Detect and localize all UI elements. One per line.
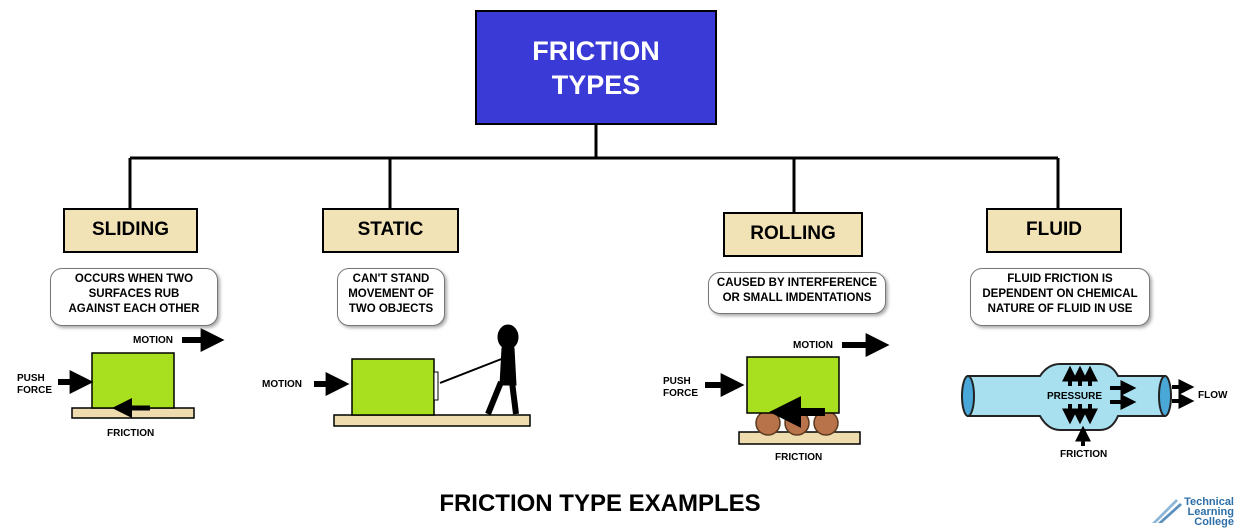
friction-types-title: FRICTION TYPES [475, 10, 717, 125]
static-ground [333, 414, 531, 427]
rolling-example [705, 333, 890, 445]
description-fluid: FLUID FRICTION IS DEPENDENT ON CHEMICAL … [970, 268, 1150, 326]
footer-caption: FRICTION TYPE EXAMPLES [439, 490, 761, 517]
type-box-rolling: ROLLING [723, 212, 863, 257]
rolling-block [746, 356, 840, 414]
label-flow: FLOW [1198, 390, 1228, 401]
type-box-fluid: FLUID [986, 208, 1122, 253]
description-rolling: CAUSED BY INTERFERENCE OR SMALL IMDENTAT… [708, 272, 886, 314]
logo-swoosh-icon [1152, 499, 1182, 523]
static-example [314, 324, 531, 427]
type-box-static: STATIC [322, 208, 459, 253]
roller [755, 410, 781, 436]
label-push-force: PUSH FORCE [17, 373, 52, 396]
pressure-arrows [1062, 365, 1195, 446]
description-static: CAN'T STAND MOVEMENT OF TWO OBJECTS [337, 268, 445, 326]
sliding-block [91, 352, 175, 409]
label-friction: FRICTION [107, 428, 155, 439]
static-block [351, 358, 435, 416]
label-motion: MOTION [793, 340, 833, 351]
person-figure [439, 324, 519, 416]
label-friction: FRICTION [1060, 449, 1108, 460]
label-push-force: PUSH FORCE [663, 376, 698, 399]
label-pressure: PRESSURE [1047, 391, 1103, 402]
label-friction: FRICTION [775, 452, 823, 463]
description-sliding: OCCURS WHEN TWO SURFACES RUB AGAINST EAC… [50, 268, 218, 326]
technical-learning-college-logo: Technical Learning College [1148, 493, 1236, 528]
connector-lines [128, 125, 1060, 212]
sliding-example [58, 328, 225, 419]
logo-text: Technical Learning College [1184, 496, 1234, 528]
type-box-sliding: SLIDING [63, 208, 198, 253]
fluid-example [961, 363, 1195, 446]
label-motion: MOTION [133, 335, 173, 346]
label-motion: MOTION [262, 379, 302, 390]
